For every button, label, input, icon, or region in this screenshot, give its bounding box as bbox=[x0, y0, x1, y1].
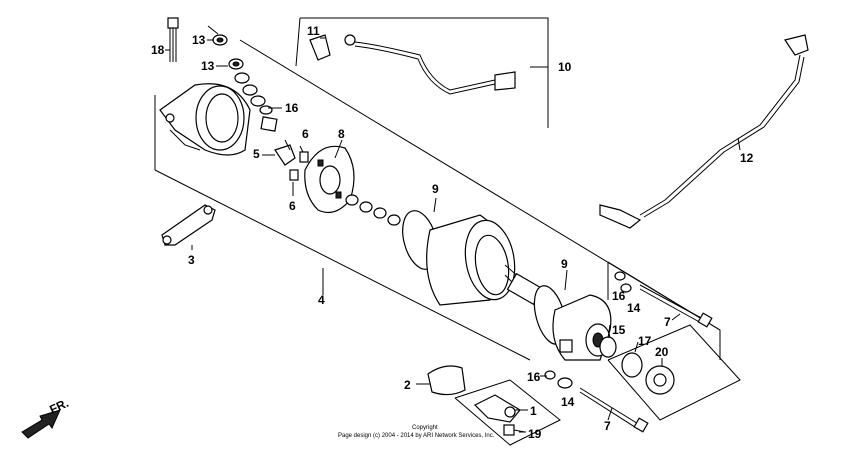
label-18: 18 bbox=[151, 43, 165, 57]
nut-13-upper bbox=[212, 34, 228, 46]
cable-box bbox=[295, 17, 549, 128]
copyright: Copyright Page design (c) 2004 - 2014 by… bbox=[338, 425, 495, 439]
label-13-upper: 13 bbox=[192, 33, 206, 47]
label-16-lower: 16 bbox=[527, 370, 541, 384]
stay-3 bbox=[161, 204, 216, 246]
terminal-5 bbox=[274, 139, 296, 166]
front-label: FR. bbox=[47, 396, 70, 417]
terminal-cap-11 bbox=[309, 34, 331, 61]
brush-6-upper bbox=[299, 151, 309, 163]
ground-cable-12 bbox=[599, 34, 809, 229]
label-4: 4 bbox=[318, 293, 325, 307]
label-6-upper: 6 bbox=[302, 127, 309, 141]
copyright-line-1: Copyright bbox=[412, 425, 438, 431]
label-7-upper: 7 bbox=[664, 315, 671, 329]
bracket-1 bbox=[473, 394, 521, 423]
seal-15 bbox=[599, 336, 617, 358]
bracket-box bbox=[454, 379, 561, 446]
label-2: 2 bbox=[404, 378, 411, 392]
brush-6-lower bbox=[289, 169, 299, 181]
bolt-19 bbox=[503, 424, 526, 436]
label-5: 5 bbox=[253, 147, 260, 161]
label-16-mid: 16 bbox=[612, 289, 626, 303]
washer-16-mid bbox=[614, 271, 632, 293]
washer-16-upper bbox=[250, 95, 273, 115]
label-13-lower: 13 bbox=[201, 59, 215, 73]
through-bolt-7-lower bbox=[579, 387, 649, 433]
label-20: 20 bbox=[655, 345, 669, 359]
bolt-18 bbox=[167, 17, 179, 62]
starter-cable-10 bbox=[344, 34, 516, 95]
label-17: 17 bbox=[638, 334, 652, 348]
bearing-20 bbox=[645, 365, 675, 395]
washer-stack bbox=[345, 194, 401, 226]
label-8: 8 bbox=[338, 127, 345, 141]
bearing-box bbox=[607, 324, 741, 421]
copyright-line-2: Page design (c) 2004 - 2014 by ARI Netwo… bbox=[338, 433, 495, 439]
label-10: 10 bbox=[558, 60, 572, 74]
leader-lines bbox=[165, 25, 741, 433]
label-11: 11 bbox=[307, 24, 320, 38]
motor-yoke bbox=[426, 214, 546, 311]
front-arrow: FR. bbox=[21, 396, 71, 439]
small-plate bbox=[260, 116, 278, 132]
rear-cover bbox=[159, 83, 251, 156]
nut-13-lower bbox=[228, 58, 258, 96]
label-9-upper: 9 bbox=[432, 182, 439, 196]
label-14-upper: 14 bbox=[627, 301, 641, 315]
label-19: 19 bbox=[528, 427, 542, 441]
label-16-upper: 16 bbox=[285, 101, 299, 115]
label-9-lower: 9 bbox=[561, 257, 568, 271]
label-6-lower: 6 bbox=[289, 199, 296, 213]
label-12: 12 bbox=[740, 151, 754, 165]
rubber-2 bbox=[427, 365, 466, 396]
washer-16-lower bbox=[544, 370, 573, 389]
brush-holder-8 bbox=[304, 145, 355, 213]
circlip-17 bbox=[621, 352, 643, 378]
label-7-lower: 7 bbox=[604, 419, 611, 433]
label-1: 1 bbox=[530, 404, 537, 418]
through-bolt-7-upper bbox=[639, 284, 713, 328]
part-labels: 18 13 13 16 5 6 6 8 9 9 11 10 12 3 4 16 … bbox=[151, 24, 754, 441]
label-3: 3 bbox=[188, 253, 195, 267]
label-14-lower: 14 bbox=[561, 395, 575, 409]
label-15: 15 bbox=[612, 323, 626, 337]
